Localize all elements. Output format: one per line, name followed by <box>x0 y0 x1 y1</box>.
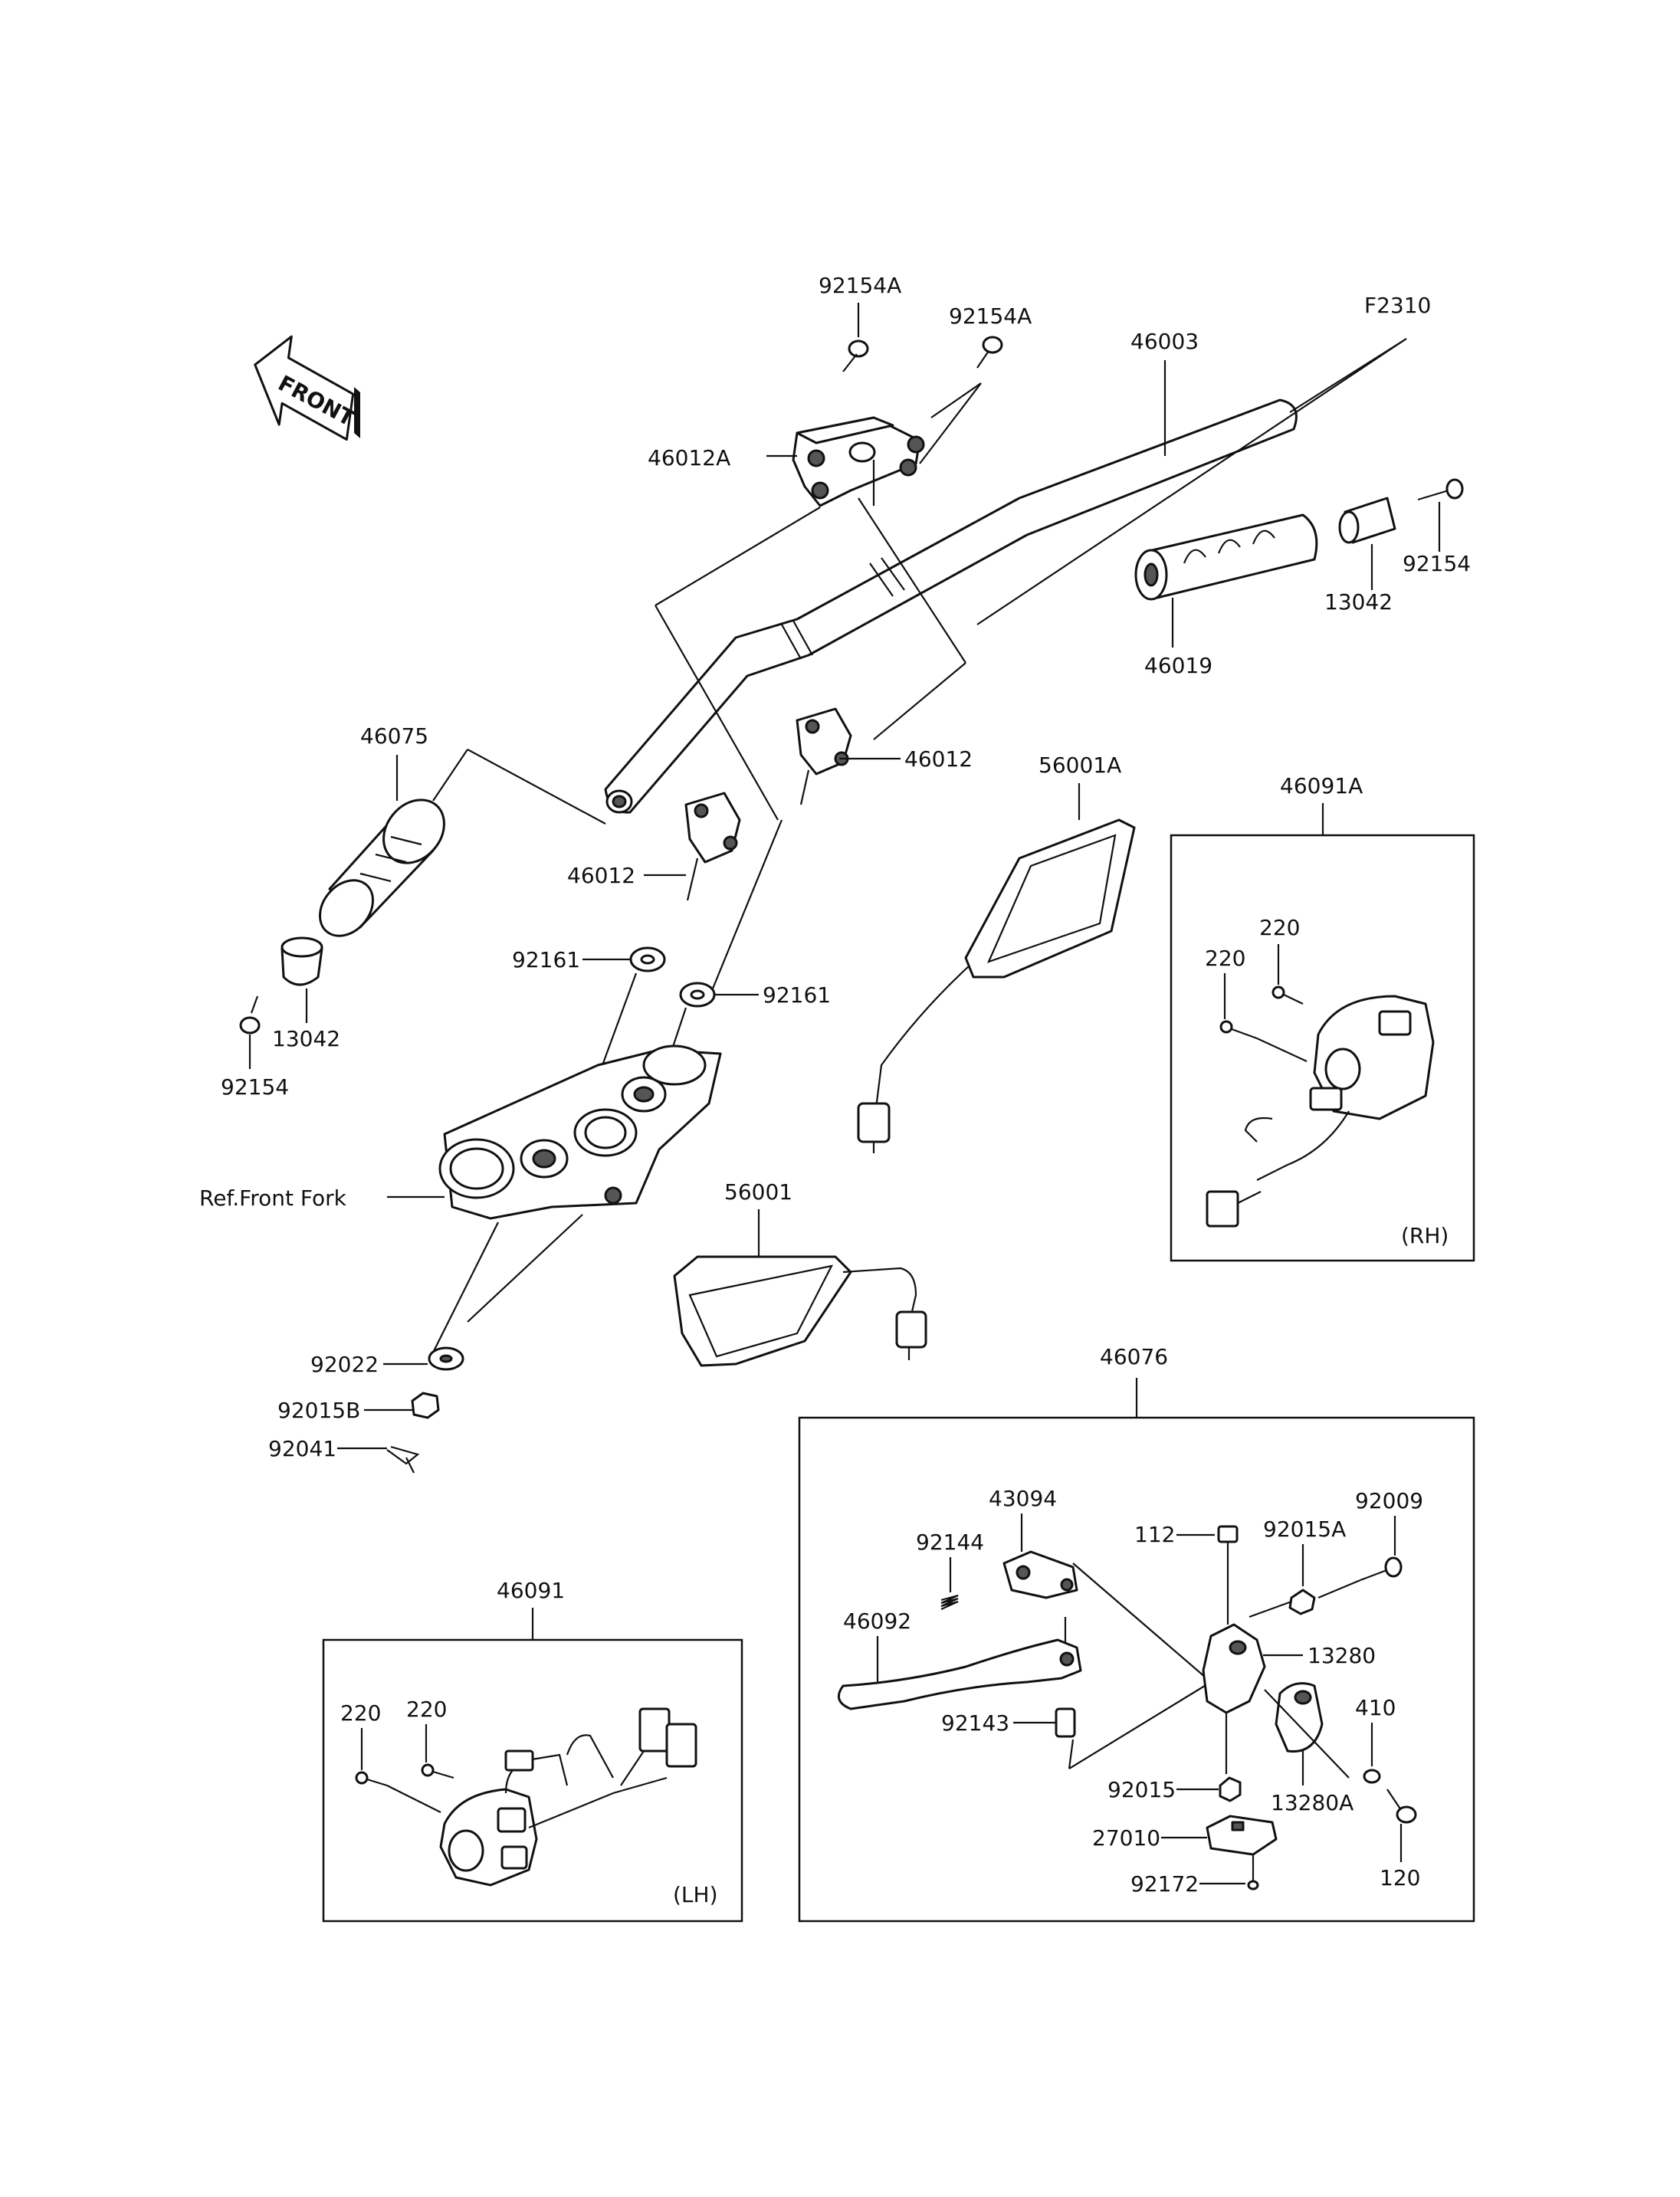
bolt-220-b <box>1219 1020 1258 1040</box>
adjuster-43094 <box>1002 1550 1078 1599</box>
label-410: 410 <box>1355 1695 1396 1720</box>
bolt-92154-r <box>1417 478 1464 501</box>
mirror-56001 <box>673 1255 927 1367</box>
label-13042-l: 13042 <box>272 1026 340 1051</box>
front-arrow-icon: FRONT <box>254 335 360 441</box>
label-92161-l: 92161 <box>512 947 580 972</box>
bolt-120 <box>1386 1789 1417 1824</box>
label-120: 120 <box>1380 1865 1420 1890</box>
lower-holder-46012-r <box>796 707 852 805</box>
spring-92144 <box>940 1594 959 1611</box>
label-92022: 92022 <box>310 1352 379 1377</box>
lower-holder-46012-l <box>684 792 741 901</box>
triple-clamp <box>438 1044 722 1220</box>
label-92154A-2: 92154A <box>949 303 1032 329</box>
bolt-220-a <box>1271 985 1304 1005</box>
lever-46092 <box>837 1638 1082 1710</box>
label-92009: 92009 <box>1355 1488 1423 1513</box>
cotter-pin-92041 <box>386 1445 420 1474</box>
figure-code: F2310 <box>1364 293 1431 318</box>
label-46012-r: 46012 <box>904 746 973 772</box>
bolt-220-c <box>355 1771 388 1787</box>
lh-switch-box <box>322 1638 743 1923</box>
label-92154A-1: 92154A <box>819 273 901 298</box>
label-27010: 27010 <box>1092 1825 1160 1851</box>
label-13280A: 13280A <box>1271 1790 1354 1815</box>
label-lh: (LH) <box>673 1882 718 1907</box>
label-46075: 46075 <box>360 723 428 749</box>
label-92015B: 92015B <box>277 1398 360 1423</box>
handlebar <box>604 398 1298 814</box>
label-46091: 46091 <box>497 1578 565 1603</box>
lever-bracket-13280 <box>1202 1623 1266 1774</box>
label-46012A: 46012A <box>648 445 730 471</box>
label-ref-front-fork: Ref.Front Fork <box>199 1185 347 1211</box>
label-112: 112 <box>1134 1522 1175 1547</box>
label-92015A: 92015A <box>1263 1517 1346 1542</box>
bolt-92154-l <box>239 995 261 1035</box>
bolt-220-d <box>421 1763 454 1779</box>
nut-92015B <box>411 1392 440 1419</box>
label-46076: 46076 <box>1100 1344 1168 1369</box>
label-46003: 46003 <box>1130 329 1199 354</box>
label-92041: 92041 <box>268 1436 336 1461</box>
label-92172: 92172 <box>1130 1871 1199 1897</box>
left-grip-46075 <box>319 798 445 937</box>
label-220-a: 220 <box>1259 915 1300 940</box>
label-rh: (RH) <box>1401 1223 1449 1248</box>
pin-92143 <box>1055 1707 1076 1738</box>
nut-92015 <box>1219 1776 1242 1802</box>
bolt-112 <box>1217 1525 1239 1586</box>
label-56001A: 56001A <box>1039 753 1121 778</box>
label-43094: 43094 <box>989 1486 1057 1511</box>
label-46019: 46019 <box>1144 653 1212 678</box>
label-13280: 13280 <box>1308 1643 1376 1668</box>
label-92154-l: 92154 <box>221 1074 289 1100</box>
screw-92009 <box>1360 1556 1403 1582</box>
switch-27010 <box>1206 1815 1278 1856</box>
lh-switch-housing <box>439 1707 697 1887</box>
grip-end-13042-r <box>1338 497 1396 544</box>
label-92143: 92143 <box>941 1710 1009 1736</box>
label-56001: 56001 <box>724 1179 792 1205</box>
screw-92172 <box>1247 1854 1259 1890</box>
label-92144: 92144 <box>916 1530 984 1555</box>
label-46091A: 46091A <box>1280 773 1363 798</box>
right-grip-46019 <box>1134 513 1318 601</box>
label-220-c: 220 <box>340 1700 381 1726</box>
nut-92015A <box>1288 1589 1316 1615</box>
label-46092: 46092 <box>843 1608 911 1634</box>
label-92015: 92015 <box>1107 1777 1176 1802</box>
bolt-92154A-2 <box>976 336 1003 369</box>
label-13042-r: 13042 <box>1324 589 1393 615</box>
grip-end-13042-l <box>281 936 323 986</box>
upper-holder-46012A <box>792 416 925 507</box>
washer-410 <box>1363 1769 1381 1784</box>
label-92161-r: 92161 <box>763 982 831 1008</box>
mirror-56001A <box>857 818 1136 1153</box>
label-220-b: 220 <box>1205 946 1245 971</box>
label-92154-r: 92154 <box>1403 551 1471 576</box>
clamp-13280A <box>1275 1682 1324 1753</box>
label-46012-l: 46012 <box>567 863 635 888</box>
label-220-d: 220 <box>406 1697 447 1722</box>
bolt-92154A-1 <box>842 339 869 372</box>
rh-switch-housing <box>1206 995 1435 1228</box>
